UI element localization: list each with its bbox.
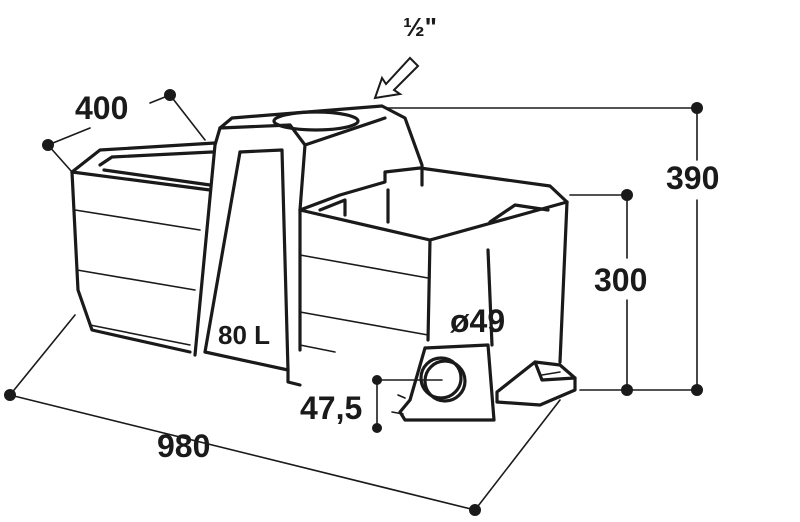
- height-trough-label: 300: [594, 262, 648, 298]
- outlet-height-label: 47,5: [300, 390, 363, 426]
- left-trough: [70, 141, 217, 354]
- outlet-block: [379, 343, 577, 422]
- inlet-size-label: ½": [403, 12, 438, 42]
- height-total-label: 390: [666, 160, 720, 196]
- capacity-label: 80 L: [218, 320, 271, 350]
- dimension-lines: [4, 89, 703, 516]
- right-trough: [298, 166, 569, 364]
- length-label: 980: [157, 428, 211, 464]
- inlet-arrow-icon: [373, 56, 420, 100]
- width-label: 400: [75, 90, 129, 126]
- outlet-diameter-label: ø49: [450, 303, 506, 339]
